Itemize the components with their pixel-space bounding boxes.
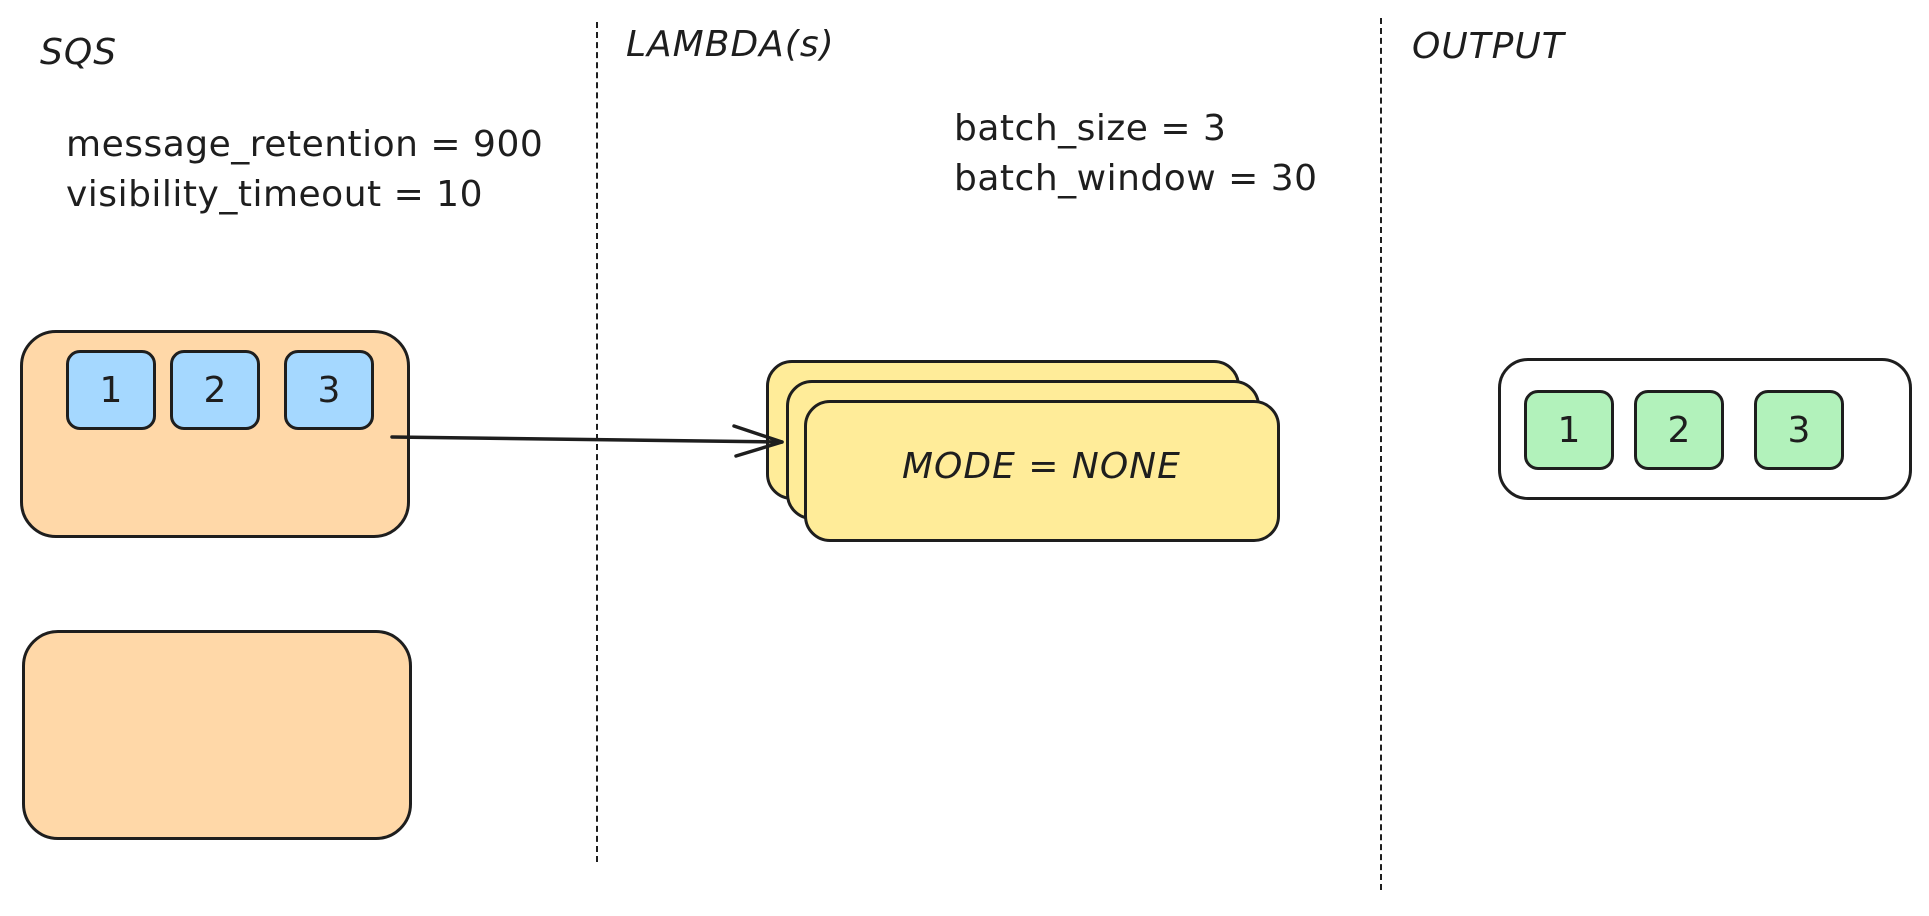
queue-message: 1 [66,350,156,430]
lambda-batch-window: batch_window = 30 [954,158,1318,199]
divider-lambda-output [1380,18,1382,890]
sqs-section-title: SQS [40,32,118,73]
output-section-title: OUTPUT [1412,26,1565,67]
sqs-to-lambda-arrow [390,424,784,458]
lambda-batch-size: batch_size = 3 [954,108,1227,149]
sqs-visibility-timeout: visibility_timeout = 10 [66,174,483,215]
sqs-queue-empty [22,630,412,840]
queue-message: 3 [284,350,374,430]
sqs-message-retention: message_retention = 900 [66,124,544,165]
output-message: 1 [1524,390,1614,470]
queue-message: 2 [170,350,260,430]
output-message: 2 [1634,390,1724,470]
divider-sqs-lambda [596,22,598,862]
lambda-section-title: LAMBDA(s) [626,24,835,65]
output-message: 3 [1754,390,1844,470]
lambda-mode-label: MODE = NONE [902,446,1181,487]
lambda-instance-front [804,400,1280,542]
